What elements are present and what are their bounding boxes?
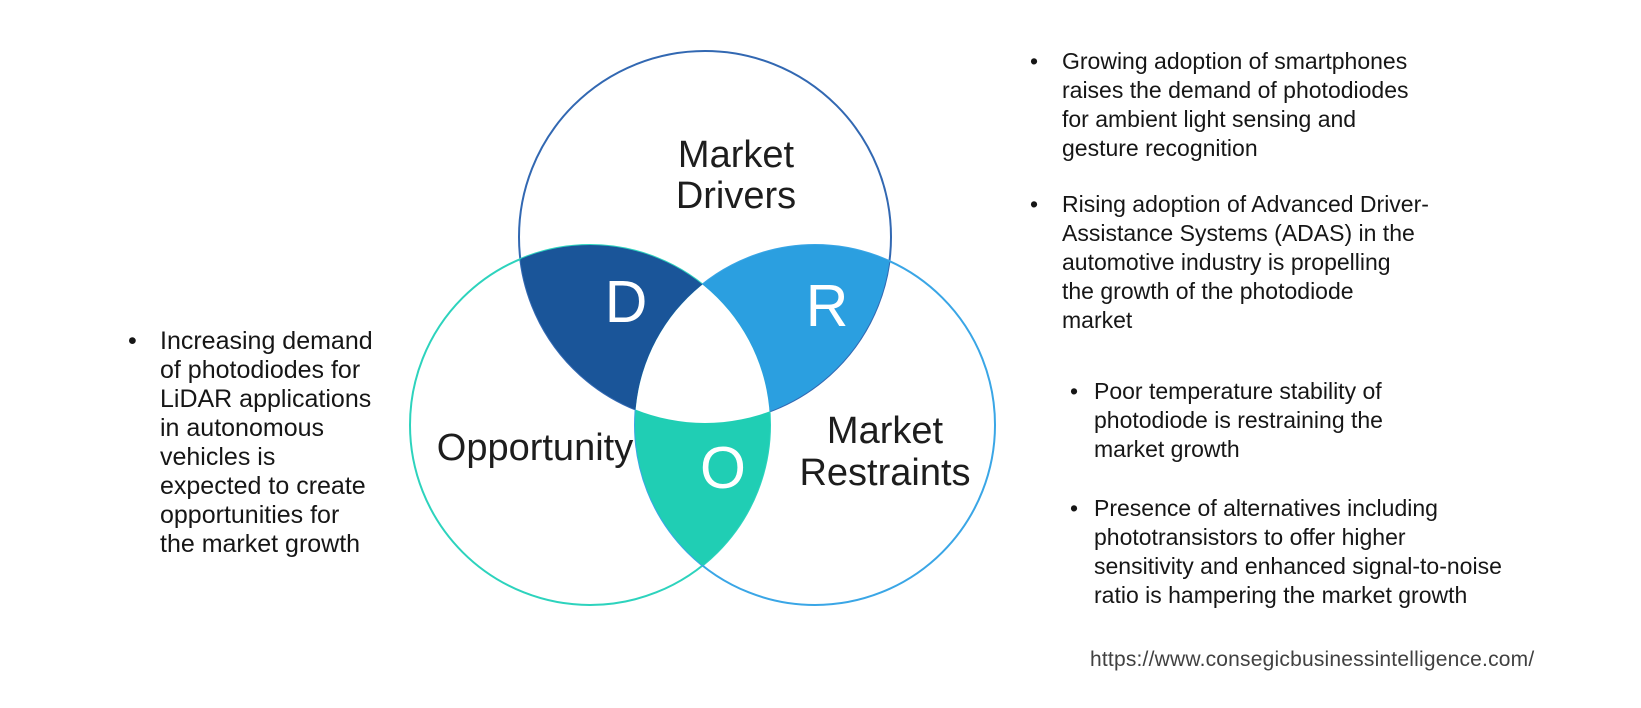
list-item: • Increasing demand of photodiodes for L… xyxy=(128,327,428,559)
list-item: • Growing adoption of smartphones raises… xyxy=(1030,47,1500,163)
restraints-label-line1: Market xyxy=(827,410,944,452)
opportunity-label: Opportunity xyxy=(437,427,633,469)
drivers-lens xyxy=(519,245,770,423)
source-url: https://www.consegicbusinessintelligence… xyxy=(1090,648,1535,671)
list-item: • Poor temperature stability of photodio… xyxy=(1070,377,1550,464)
bullet-icon: • xyxy=(128,327,137,355)
restraints-lens xyxy=(635,245,891,423)
restraints-notes: • Poor temperature stability of photodio… xyxy=(1070,377,1550,610)
drivers-note-text-1: Growing adoption of smartphones raises t… xyxy=(1062,48,1409,161)
opportunity-letter: O xyxy=(700,435,746,501)
drivers-label-line2: Drivers xyxy=(676,175,796,217)
bullet-icon: • xyxy=(1070,495,1079,521)
drivers-label-line1: Market xyxy=(678,134,795,176)
restraints-label-line2: Restraints xyxy=(799,452,970,494)
bullet-icon: • xyxy=(1030,191,1039,217)
restraints-letter: R xyxy=(806,273,849,339)
drivers-note-text-2: Rising adoption of Advanced Driver- Assi… xyxy=(1062,191,1429,333)
restraints-note-text-2: Presence of alternatives including photo… xyxy=(1094,495,1502,608)
restraints-note-text-1: Poor temperature stability of photodiode… xyxy=(1094,378,1383,462)
bullet-icon: • xyxy=(1070,378,1079,404)
opportunity-notes: • Increasing demand of photodiodes for L… xyxy=(128,327,428,559)
list-item: • Rising adoption of Advanced Driver- As… xyxy=(1030,190,1500,335)
drivers-letter: D xyxy=(605,269,648,335)
drivers-notes: • Growing adoption of smartphones raises… xyxy=(1030,47,1500,335)
bullet-icon: • xyxy=(1030,48,1039,74)
list-item: • Presence of alternatives including pho… xyxy=(1070,494,1550,610)
opportunity-note-text: Increasing demand of photodiodes for LiD… xyxy=(160,327,373,558)
